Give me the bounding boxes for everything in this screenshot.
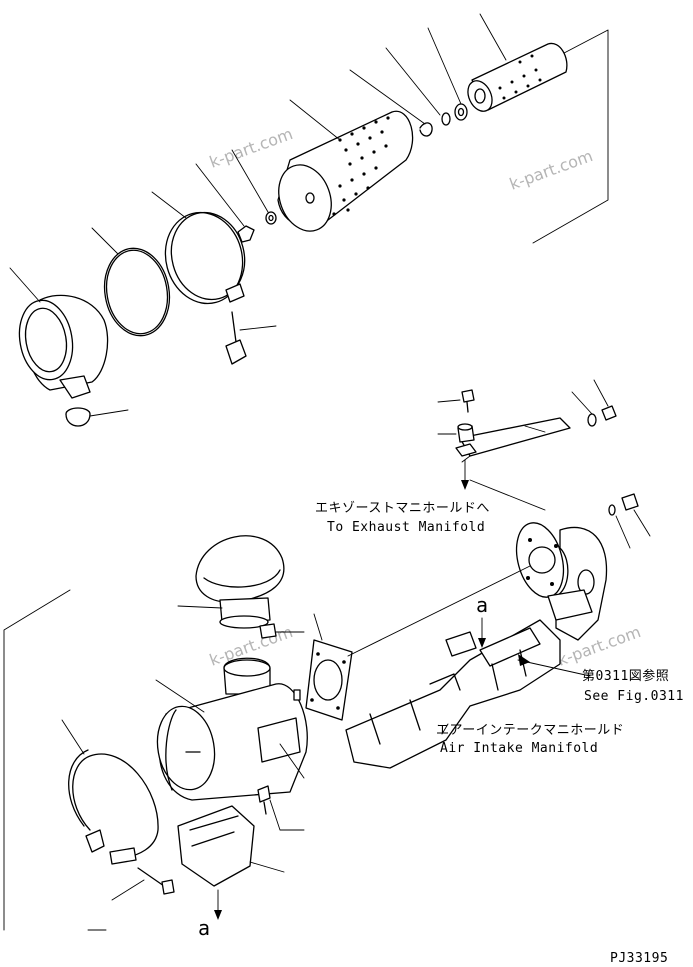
label-exhaust-en: To Exhaust Manifold bbox=[327, 520, 485, 535]
t-bolt bbox=[225, 311, 277, 365]
end-cover bbox=[9, 267, 109, 399]
outer-filter-element bbox=[277, 99, 414, 232]
svg-text:a: a bbox=[476, 593, 488, 617]
clamp-band-lower bbox=[61, 719, 159, 865]
arrow-to-exhaust bbox=[461, 459, 469, 490]
spacer-collar bbox=[437, 423, 475, 443]
svg-text:a: a bbox=[198, 916, 210, 940]
precleaner-cap bbox=[177, 535, 305, 639]
gasket-ring bbox=[91, 227, 171, 337]
fig-reference-arrow bbox=[517, 654, 591, 677]
clamp-bolt bbox=[87, 867, 175, 931]
inner-filter-element bbox=[467, 13, 568, 112]
mounting-foot-bracket bbox=[177, 805, 285, 887]
label-intake-en: Air Intake Manifold bbox=[440, 741, 598, 756]
label-fig-ref-en: See Fig.0311 bbox=[584, 689, 684, 704]
bracket-washer-nut bbox=[571, 379, 617, 427]
intake-label-arrow bbox=[441, 723, 449, 735]
clamp-band-upper bbox=[151, 191, 246, 305]
flange-gasket bbox=[305, 565, 531, 721]
wing-nut bbox=[195, 149, 277, 243]
label-intake-jp: エアーインテークマニホールド bbox=[436, 723, 624, 738]
dust-valve bbox=[65, 407, 129, 427]
foot-bolt bbox=[257, 785, 305, 831]
label-fig-ref-jp: 第0311図参照 bbox=[582, 668, 669, 684]
bracket-bolt bbox=[437, 389, 475, 413]
label-exhaust-jp: エキゾーストマニホールドへ bbox=[315, 501, 490, 516]
view-a-bottom: a bbox=[198, 889, 222, 940]
elbow-nut-washer bbox=[608, 493, 651, 549]
wing-nut-and-seal bbox=[349, 27, 468, 137]
mounting-bracket bbox=[455, 417, 571, 463]
frame-lines bbox=[3, 29, 609, 931]
drawing-code: PJ33195 bbox=[610, 951, 668, 966]
air-cleaner-body bbox=[155, 657, 308, 801]
view-a-top: a bbox=[476, 593, 488, 648]
watermark: k-part.com bbox=[507, 146, 595, 194]
intake-elbow bbox=[515, 522, 608, 641]
watermark: k-part.com bbox=[207, 124, 295, 172]
